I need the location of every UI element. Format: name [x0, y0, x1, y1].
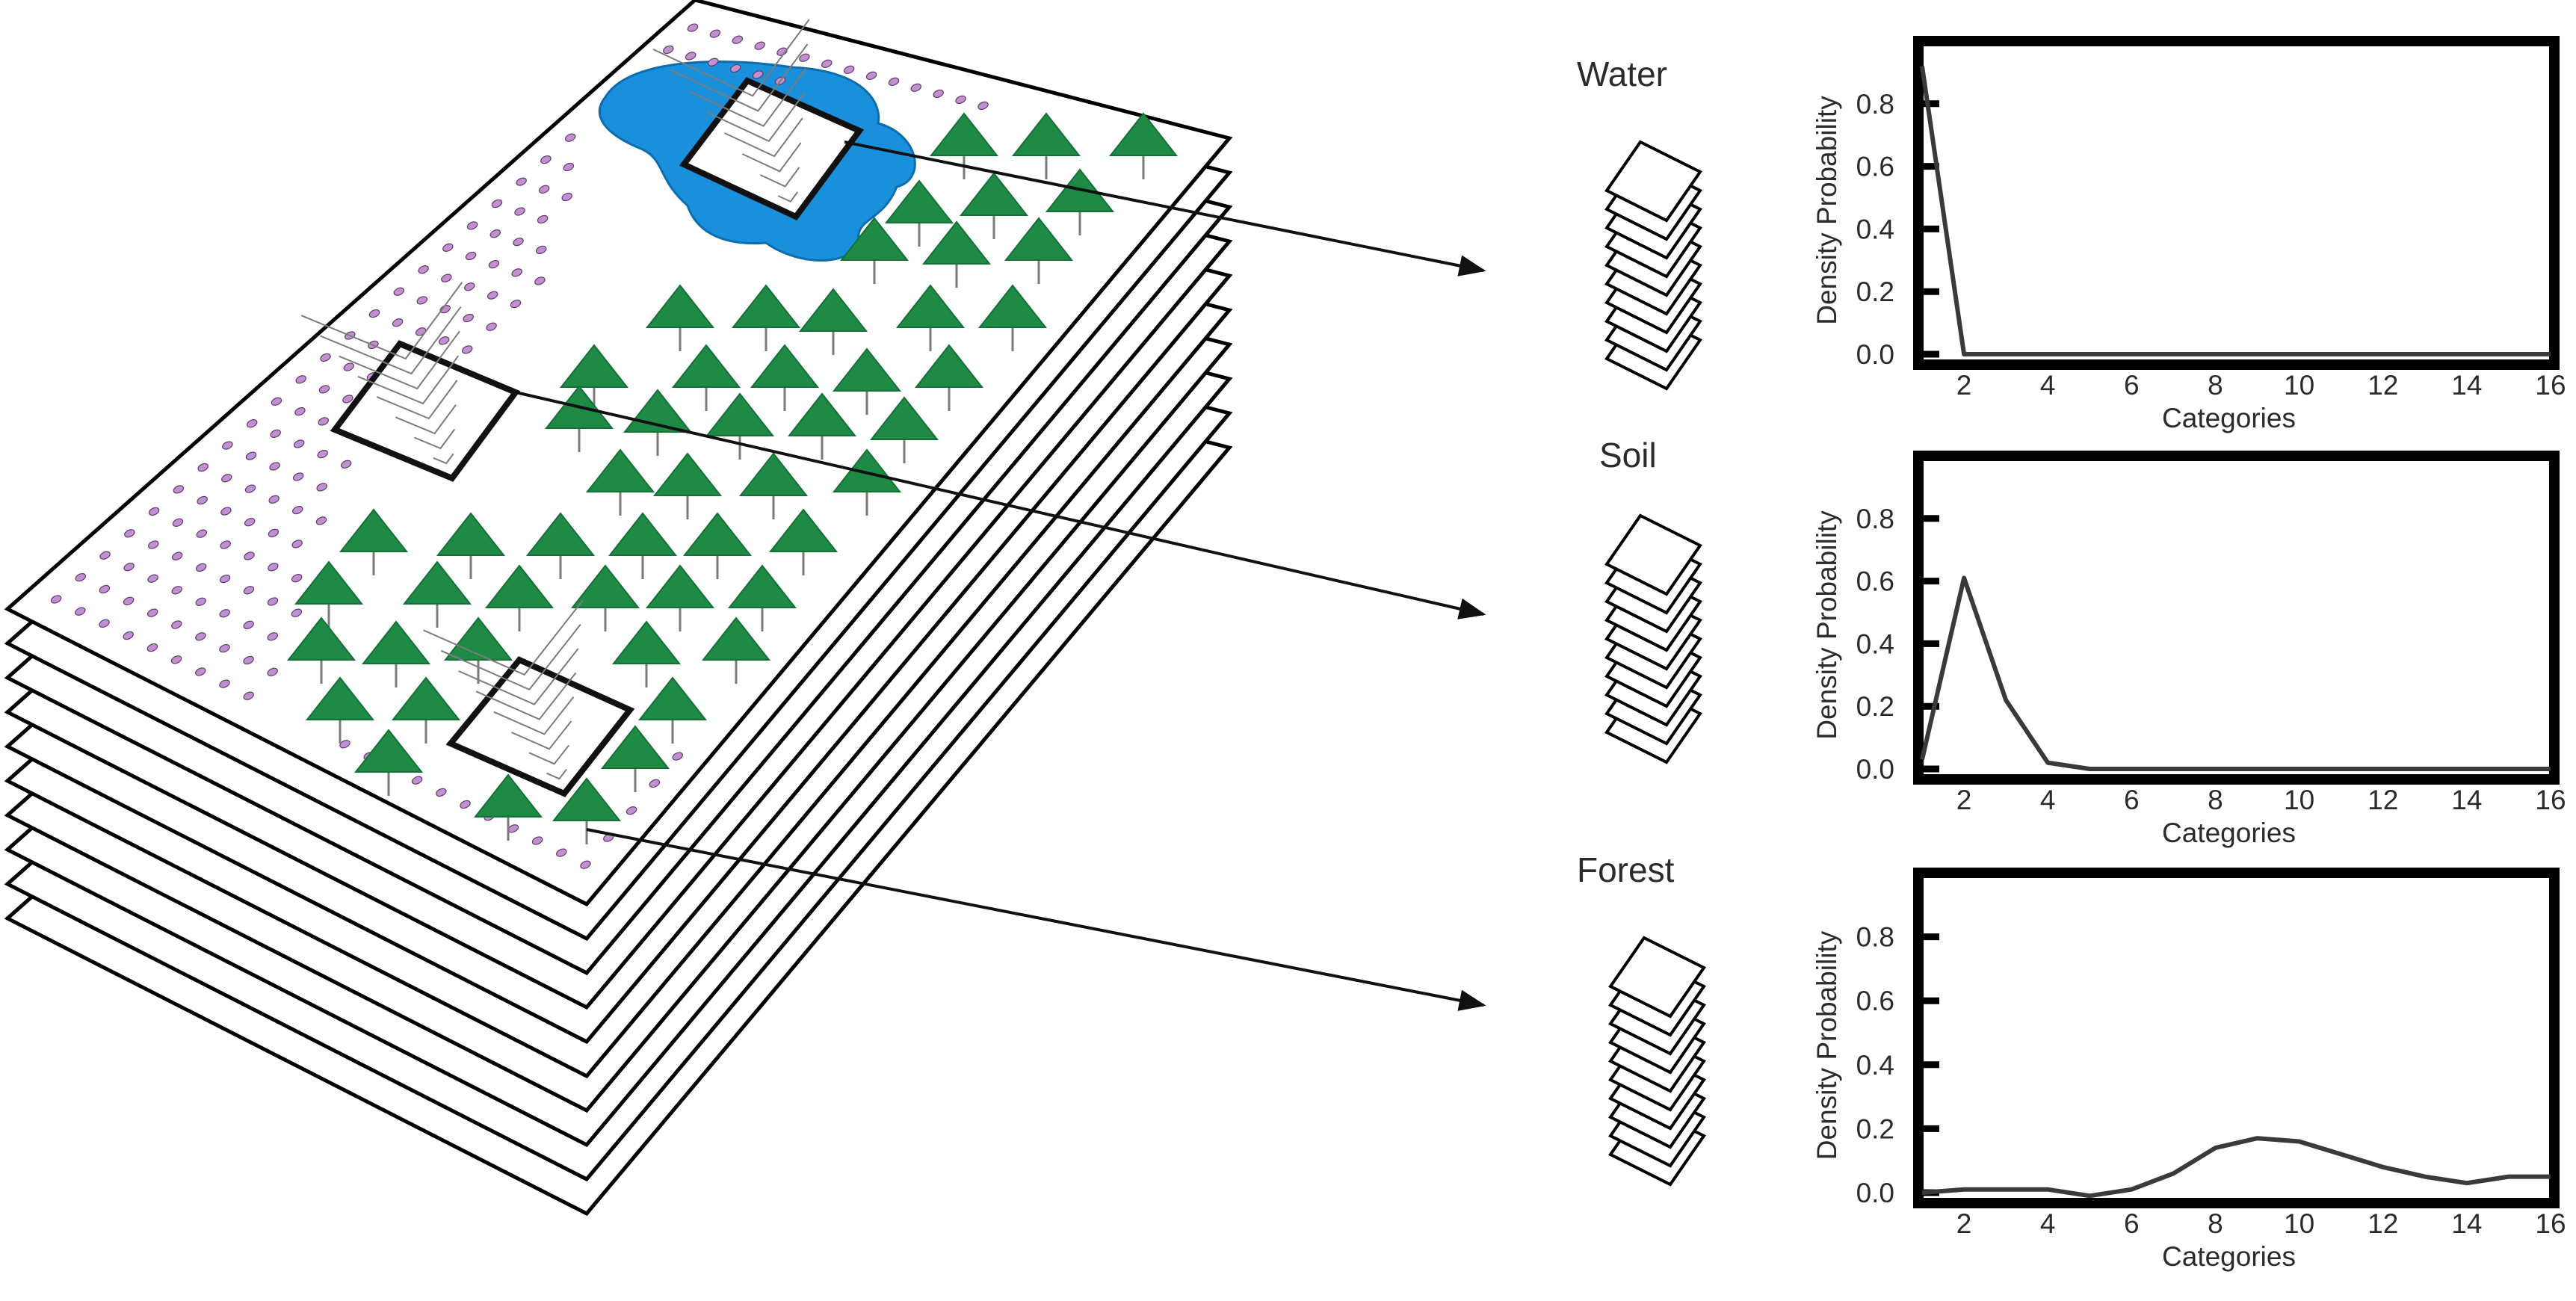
- x-tick-label: 12: [2367, 785, 2398, 815]
- y-axis-title: Density Probability: [1811, 510, 1842, 740]
- plot-frame: [1918, 41, 2554, 365]
- x-tick-label: 12: [2367, 1208, 2398, 1239]
- x-tick-label: 6: [2124, 1208, 2140, 1239]
- x-tick-label: 6: [2124, 370, 2140, 401]
- y-tick-label: 0.4: [1856, 214, 1894, 244]
- x-tick-label: 10: [2284, 1208, 2314, 1239]
- x-tick-label: 14: [2451, 785, 2482, 815]
- soil-label: Soil: [1599, 436, 1657, 475]
- x-tick-label: 2: [1956, 370, 1972, 401]
- x-tick-label: 4: [2040, 1208, 2056, 1239]
- x-axis-title: Categories: [2162, 818, 2296, 848]
- x-tick-label: 16: [2535, 370, 2566, 401]
- x-tick-label: 8: [2208, 370, 2223, 401]
- y-tick-label: 0.0: [1856, 339, 1894, 370]
- y-tick-label: 0.4: [1856, 628, 1894, 659]
- water-label: Water: [1577, 55, 1667, 93]
- x-tick-label: 2: [1956, 1208, 1972, 1239]
- plot-frame: [1918, 873, 2554, 1203]
- y-tick-label: 0.2: [1856, 1113, 1894, 1144]
- x-tick-label: 8: [2208, 1208, 2223, 1239]
- x-tick-label: 16: [2535, 1208, 2566, 1239]
- y-axis-title: Density Probability: [1811, 96, 1842, 325]
- y-tick-label: 0.0: [1856, 754, 1894, 785]
- y-tick-label: 0.2: [1856, 691, 1894, 722]
- x-tick-label: 4: [2040, 785, 2056, 815]
- x-tick-label: 6: [2124, 785, 2140, 815]
- layer-stack-icon: [1607, 142, 1700, 389]
- x-axis-title: Categories: [2162, 1241, 2296, 1272]
- x-tick-label: 14: [2451, 1208, 2482, 1239]
- plot-frame: [1918, 456, 2554, 779]
- y-axis-title: Density Probability: [1811, 930, 1842, 1160]
- y-tick-label: 0.4: [1856, 1050, 1894, 1081]
- x-tick-label: 10: [2284, 370, 2314, 401]
- y-tick-label: 0.2: [1856, 276, 1894, 307]
- x-tick-label: 8: [2208, 785, 2223, 815]
- x-tick-label: 10: [2284, 785, 2314, 815]
- y-tick-label: 0.6: [1856, 152, 1894, 182]
- y-tick-label: 0.6: [1856, 566, 1894, 597]
- y-tick-label: 0.0: [1856, 1178, 1894, 1208]
- y-tick-label: 0.8: [1856, 89, 1894, 120]
- y-tick-label: 0.8: [1856, 922, 1894, 953]
- x-tick-label: 14: [2451, 370, 2482, 401]
- y-tick-label: 0.8: [1856, 504, 1894, 534]
- forest-label: Forest: [1577, 850, 1675, 889]
- x-axis-title: Categories: [2162, 403, 2296, 433]
- layer-stack-icon: [1607, 516, 1700, 762]
- x-tick-label: 12: [2367, 370, 2398, 401]
- layer-stack-icon: [1610, 938, 1704, 1184]
- x-tick-label: 2: [1956, 785, 1972, 815]
- x-tick-label: 16: [2535, 785, 2566, 815]
- x-tick-label: 4: [2040, 370, 2056, 401]
- y-tick-label: 0.6: [1856, 986, 1894, 1016]
